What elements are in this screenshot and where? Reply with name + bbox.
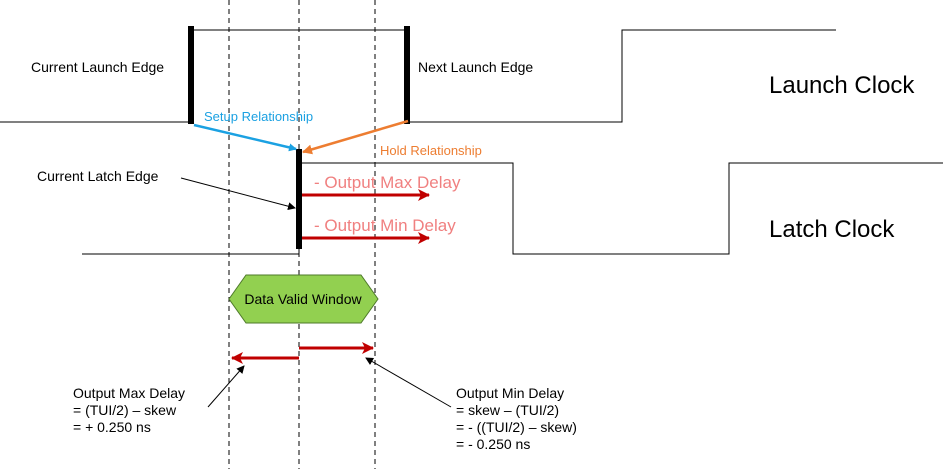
next-launch-edge-label: Next Launch Edge [418,59,533,75]
current-latch-edge-pointer [180,177,296,211]
latch-clock-label: Latch Clock [769,216,895,243]
min-formula-line-4: = - 0.250 ns [456,436,530,452]
setup-relationship-label: Setup Relationship [204,109,313,124]
current-launch-edge-label: Current Launch Edge [31,59,164,75]
max-formula-line-2: = (TUI/2) – skew [73,402,177,418]
output-min-delay-label: - Output Min Delay [314,216,456,235]
launch-clock-label: Launch Clock [769,72,915,99]
launch-clock-waveform [0,29,836,123]
max-formula-line-1: Output Max Delay [73,385,185,401]
output-max-delay-label: - Output Max Delay [314,173,461,192]
max-formula-line-3: = + 0.250 ns [73,419,151,435]
current-latch-edge-label: Current Latch Edge [37,168,159,184]
data-valid-window-shape [228,274,379,324]
min-formula-line-2: = skew – (TUI/2) [456,402,559,418]
data-valid-window-label: Data Valid Window [244,291,362,307]
min-formula-pointer [365,357,452,408]
min-formula-line-3: = - ((TUI/2) – skew) [456,419,577,435]
min-formula-line-1: Output Min Delay [456,385,564,401]
max-formula-pointer [207,365,245,408]
setup-relationship-arrow [193,123,297,152]
hold-relationship-arrow [302,119,409,155]
hold-relationship-label: Hold Relationship [380,143,482,158]
